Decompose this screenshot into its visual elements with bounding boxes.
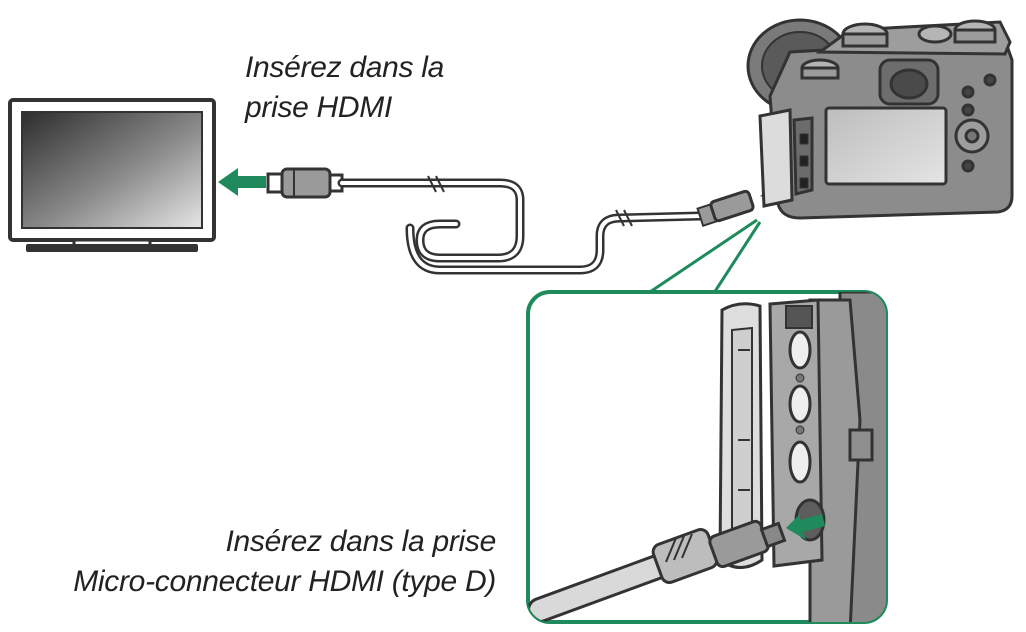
micro-hdmi-insert-caption-line1: Insérez dans la prise <box>225 525 496 558</box>
arrow-left-icon <box>786 514 825 540</box>
arrow-left-icon <box>218 168 266 196</box>
camera-icon <box>746 18 1014 220</box>
callout-lines <box>643 218 762 298</box>
micro-hdmi-insert-caption: Insérez dans la prise Micro-connecteur H… <box>73 522 496 602</box>
hdmi-cable <box>266 167 755 275</box>
micro-hdmi-insert-caption-line2: Micro-connecteur HDMI (type D) <box>73 565 496 598</box>
hdmi-insert-caption-line2: prise HDMI <box>245 91 393 124</box>
hdmi-insert-caption-line1: Insérez dans la <box>245 51 444 84</box>
hdmi-insert-caption: Insérez dans la prise HDMI <box>245 48 444 128</box>
detail-inset <box>526 290 888 624</box>
television-icon <box>8 98 216 252</box>
